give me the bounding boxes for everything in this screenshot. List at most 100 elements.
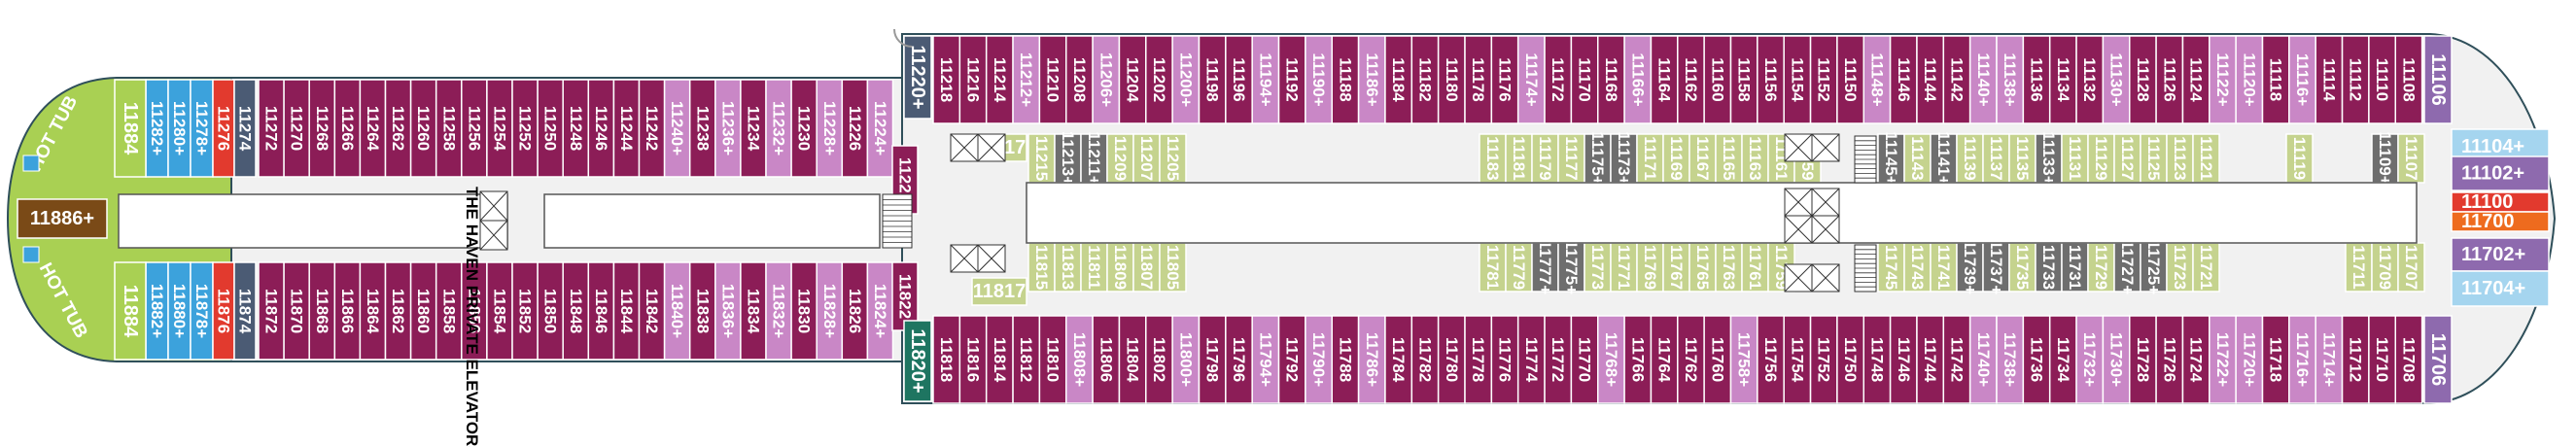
cabin-11768[interactable]: 11768+ [1597,315,1625,404]
cabin-11709[interactable]: 11709 [2371,242,2399,292]
cabin-11743[interactable]: 11743 [1903,242,1932,292]
cabin-11107[interactable]: 11107 [2397,133,2425,184]
cabin-11866[interactable]: 11866 [333,261,362,361]
cabin-11137[interactable]: 11137 [1982,133,2010,184]
cabin-11778[interactable]: 11778 [1464,315,1493,404]
cabin-11234[interactable]: 11234 [740,79,767,178]
cabin-11123[interactable]: 11123 [2166,133,2194,184]
cabin-11122[interactable]: 11122+ [2209,35,2237,124]
cabin-11780[interactable]: 11780 [1437,315,1466,404]
cabin-11727[interactable]: 11727+ [2113,240,2141,294]
cabin-11258[interactable]: 11258 [435,79,463,178]
cabin-11824[interactable]: 11824+ [866,261,894,361]
cabin-11272[interactable]: 11272 [258,79,285,178]
cabin-11767[interactable]: 11767 [1662,242,1690,292]
cabin-11124[interactable]: 11124 [2181,35,2210,124]
cabin-11815[interactable]: 11815 [1027,242,1056,292]
cabin-11744[interactable]: 11744 [1916,315,1945,404]
cabin-11228[interactable]: 11228+ [816,79,844,178]
cabin-11773[interactable]: 11773 [1584,242,1612,292]
cabin-11760[interactable]: 11760 [1703,315,1732,404]
cabin-11710[interactable]: 11710 [2368,315,2396,404]
cabin-11206[interactable]: 11206+ [1092,35,1121,124]
cabin-11156[interactable]: 11156 [1757,35,1785,124]
cabin-11856[interactable]: 11856 [461,261,488,361]
cabin-11721[interactable]: 11721 [2192,242,2220,292]
cabin-11752[interactable]: 11752 [1809,315,1838,404]
cabin-11700[interactable]: 11700 [2451,211,2550,232]
cabin-11220[interactable]: 11220+ [903,35,932,120]
cabin-11781[interactable]: 11781 [1479,242,1507,292]
cabin-11765[interactable]: 11765 [1688,242,1717,292]
cabin-11754[interactable]: 11754 [1783,315,1812,404]
cabin-11186[interactable]: 11186+ [1357,35,1386,124]
cabin-11192[interactable]: 11192 [1277,35,1306,124]
cabin-11169[interactable]: 11169 [1662,133,1690,184]
cabin-11250[interactable]: 11250 [537,79,564,178]
cabin-11268[interactable]: 11268 [308,79,336,178]
cabin-11794[interactable]: 11794+ [1251,315,1280,404]
cabin-11144[interactable]: 11144 [1916,35,1945,124]
cabin-11762[interactable]: 11762 [1677,315,1705,404]
cabin-11177[interactable]: 11177 [1557,133,1585,184]
cabin-11763[interactable]: 11763 [1715,242,1743,292]
cabin-11167[interactable]: 11167 [1688,133,1717,184]
cabin-11164[interactable]: 11164 [1650,35,1679,124]
cabin-11800[interactable]: 11800+ [1171,315,1201,404]
cabin-11118[interactable]: 11118 [2261,35,2290,124]
cabin-11198[interactable]: 11198 [1198,35,1227,124]
cabin-11737[interactable]: 11737+ [1982,240,2010,294]
cabin-11129[interactable]: 11129 [2087,133,2115,184]
cabin-11809[interactable]: 11809 [1106,242,1134,292]
cabin-11175[interactable]: 11175+ [1584,131,1612,186]
cabin-11176[interactable]: 11176 [1490,35,1519,124]
cabin-11742[interactable]: 11742 [1942,315,1971,404]
cabin-11170[interactable]: 11170 [1570,35,1599,124]
cabin-11211[interactable]: 11211+ [1080,131,1108,186]
cabin-11729[interactable]: 11729 [2087,242,2115,292]
cabin-11218[interactable]: 11218 [932,35,961,124]
cabin-11730[interactable]: 11730+ [2102,315,2131,404]
cabin-11810[interactable]: 11810 [1038,315,1067,404]
cabin-11276[interactable]: 11276 [212,79,235,178]
cabin-11166[interactable]: 11166+ [1623,35,1653,124]
cabin-11168[interactable]: 11168 [1597,35,1625,124]
cabin-11733[interactable]: 11733 [2035,242,2063,292]
cabin-11207[interactable]: 11207 [1132,133,1161,184]
cabin-11148[interactable]: 11148+ [1862,35,1892,124]
cabin-11771[interactable]: 11771 [1610,242,1638,292]
cabin-11811[interactable]: 11811 [1080,242,1108,292]
cabin-11882[interactable]: 11882+ [145,261,169,361]
cabin-11128[interactable]: 11128 [2129,35,2157,124]
cabin-11252[interactable]: 11252 [511,79,539,178]
cabin-11132[interactable]: 11132 [2075,35,2105,124]
cabin-11196[interactable]: 11196 [1225,35,1253,124]
cabin-11114[interactable]: 11114 [2315,35,2344,124]
cabin-11143[interactable]: 11143 [1903,133,1932,184]
cabin-11139[interactable]: 11139 [1956,133,1984,184]
cabin-11262[interactable]: 11262 [384,79,412,178]
cabin-11181[interactable]: 11181 [1505,133,1533,184]
cabin-11756[interactable]: 11756 [1757,315,1785,404]
cabin-11716[interactable]: 11716+ [2288,315,2316,404]
cabin-11830[interactable]: 11830 [790,261,818,361]
cabin-11748[interactable]: 11748 [1862,315,1892,404]
cabin-11112[interactable]: 11112 [2341,35,2370,124]
cabin-11722[interactable]: 11722+ [2209,315,2237,404]
cabin-11842[interactable]: 11842 [638,261,666,361]
cabin-11266[interactable]: 11266 [333,79,362,178]
cabin-11110[interactable]: 11110 [2368,35,2396,124]
cabin-11714[interactable]: 11714+ [2315,315,2344,404]
cabin-11188[interactable]: 11188 [1331,35,1360,124]
cabin-11813[interactable]: 11813 [1054,242,1082,292]
cabin-11142[interactable]: 11142 [1942,35,1971,124]
cabin-11106[interactable]: 11106 [2423,35,2453,124]
cabin-11209[interactable]: 11209 [1106,133,1134,184]
cabin-11162[interactable]: 11162 [1677,35,1705,124]
cabin-11214[interactable]: 11214 [985,35,1014,124]
cabin-11127[interactable]: 11127 [2113,133,2141,184]
cabin-11707[interactable]: 11707 [2397,242,2425,292]
cabin-11884-bottom[interactable]: 11884 [114,261,147,361]
cabin-11244[interactable]: 11244 [612,79,641,178]
cabin-11152[interactable]: 11152 [1809,35,1838,124]
